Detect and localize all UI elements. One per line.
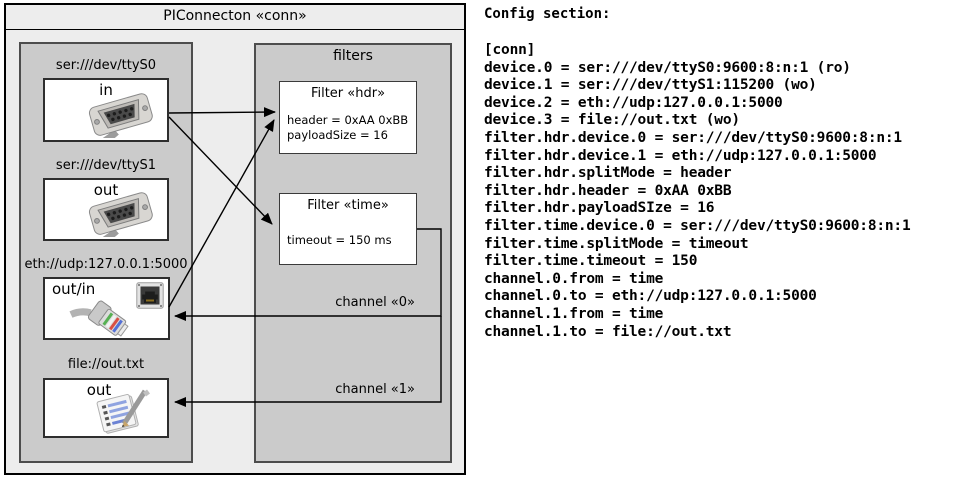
- config-section: Config section: [conn]device.0 = ser:///…: [484, 6, 962, 341]
- device-url-eth: eth://udp:127.0.0.1:5000: [24, 257, 188, 272]
- config-line: filter.hdr.splitMode = header: [484, 165, 732, 182]
- device-direction-label: out: [93, 181, 119, 199]
- config-line: [conn]: [484, 42, 536, 58]
- config-line: filter.time.device.0 = ser:///dev/ttyS0:…: [484, 217, 911, 234]
- config-line: channel.1.from = time: [484, 305, 664, 322]
- device-url-ttyS1: ser:///dev/ttyS1: [55, 158, 157, 173]
- filter-time-prop-timeout: timeout = 150 ms: [287, 233, 392, 247]
- config-line: filter.hdr.device.0 = ser:///dev/ttyS0:9…: [484, 129, 902, 146]
- config-line: filter.hdr.payloadSIze = 16: [484, 200, 715, 217]
- diagram-title: PIConnecton «conn»: [163, 8, 307, 24]
- config-line: device.1 = ser:///dev/ttyS1:115200 (wo): [484, 77, 817, 94]
- device-direction-label: in: [99, 81, 113, 99]
- config-line: filter.hdr.header = 0xAA 0xBB: [484, 182, 732, 199]
- device-url-ttyS0: ser:///dev/ttyS0: [55, 58, 157, 73]
- config-line: channel.0.from = time: [484, 270, 664, 287]
- device-direction-label: out: [86, 381, 112, 399]
- device-box-eth: out/in: [43, 277, 170, 340]
- ethernet-jack-icon: [136, 282, 164, 309]
- config-line: filter.time.timeout = 150: [484, 253, 698, 270]
- device-box-ttyS1: out: [43, 178, 169, 241]
- ethernet-plug-icon: [69, 300, 129, 337]
- config-line: device.0 = ser:///dev/ttyS0:9600:8:n:1 (…: [484, 59, 851, 76]
- device-url-file: file://out.txt: [67, 357, 145, 372]
- filter-hdr-title: Filter «hdr»: [310, 86, 386, 101]
- config-line: filter.hdr.device.1 = eth://udp:127.0.0.…: [484, 147, 877, 164]
- config-line: device.3 = file://out.txt (wo): [484, 112, 740, 129]
- channel-0-label: channel «0»: [335, 295, 415, 310]
- filter-hdr-prop-header: header = 0xAA 0xBB: [287, 113, 409, 127]
- channel-1-label: channel «1»: [335, 382, 415, 397]
- device-box-file: out: [43, 378, 169, 438]
- filter-time-box: Filter «time» timeout = 150 ms: [279, 193, 417, 265]
- title-separator: [6, 29, 464, 30]
- device-direction-label: out/in: [52, 280, 96, 298]
- config-lines: [conn]device.0 = ser:///dev/ttyS0:9600:8…: [484, 42, 962, 341]
- filters-container-label: filters: [333, 48, 373, 64]
- device-box-ttyS0: in: [43, 78, 169, 142]
- filter-hdr-box: Filter «hdr» header = 0xAA 0xBB payloadS…: [279, 81, 417, 154]
- config-line: filter.time.splitMode = timeout: [484, 235, 749, 252]
- config-line: channel.1.to = file://out.txt: [484, 323, 732, 340]
- filter-hdr-prop-payloadsize: payloadSize = 16: [287, 128, 388, 142]
- filter-time-title: Filter «time»: [307, 198, 389, 213]
- config-line: channel.0.to = eth://udp:127.0.0.1:5000: [484, 288, 817, 305]
- config-heading: Config section:: [484, 6, 611, 22]
- config-line: device.2 = eth://udp:127.0.0.1:5000: [484, 94, 783, 111]
